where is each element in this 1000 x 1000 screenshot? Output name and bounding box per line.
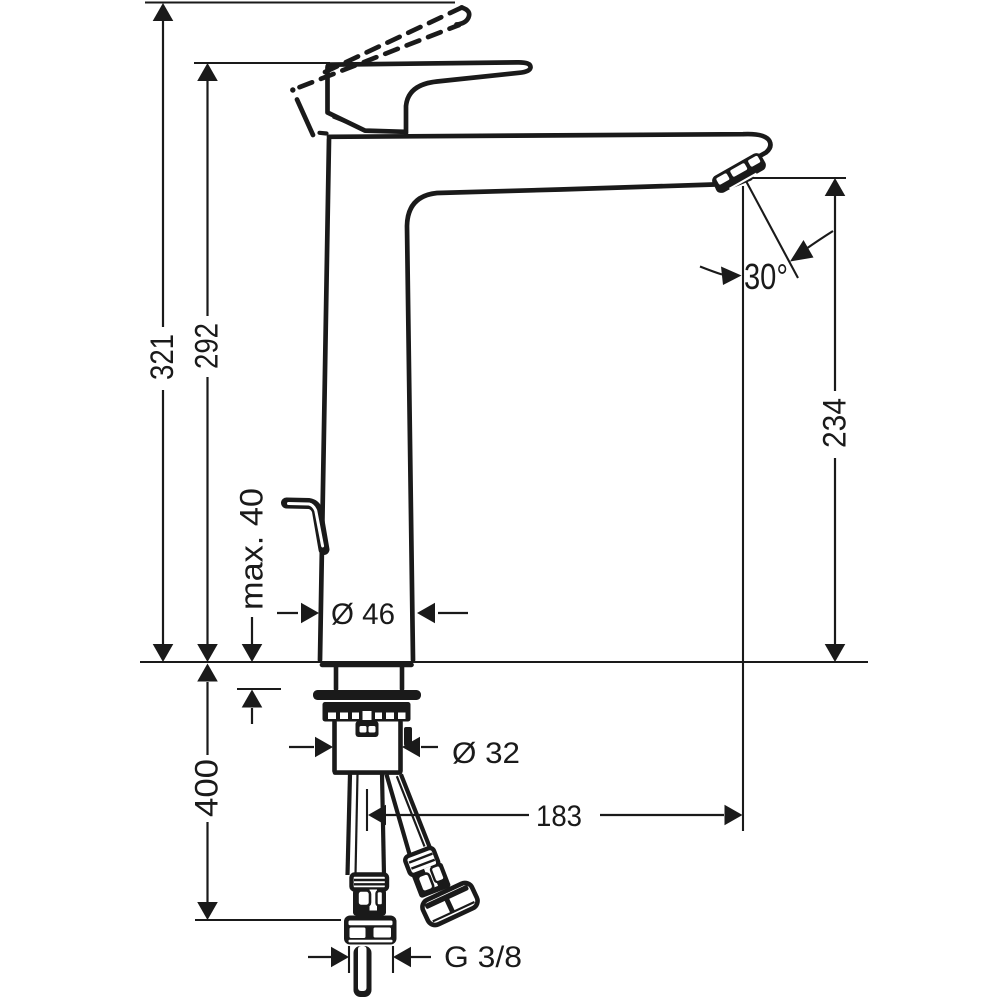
- svg-text:30°: 30°: [744, 256, 788, 297]
- svg-text:G 3/8: G 3/8: [444, 941, 522, 974]
- svg-text:234: 234: [817, 398, 853, 448]
- svg-text:max. 40: max. 40: [234, 488, 270, 610]
- svg-text:400: 400: [189, 759, 225, 817]
- svg-text:Ø 46: Ø 46: [331, 598, 395, 631]
- svg-text:183: 183: [536, 800, 582, 833]
- svg-text:Ø 32: Ø 32: [452, 737, 520, 770]
- svg-text:321: 321: [144, 334, 180, 380]
- svg-text:292: 292: [189, 323, 225, 369]
